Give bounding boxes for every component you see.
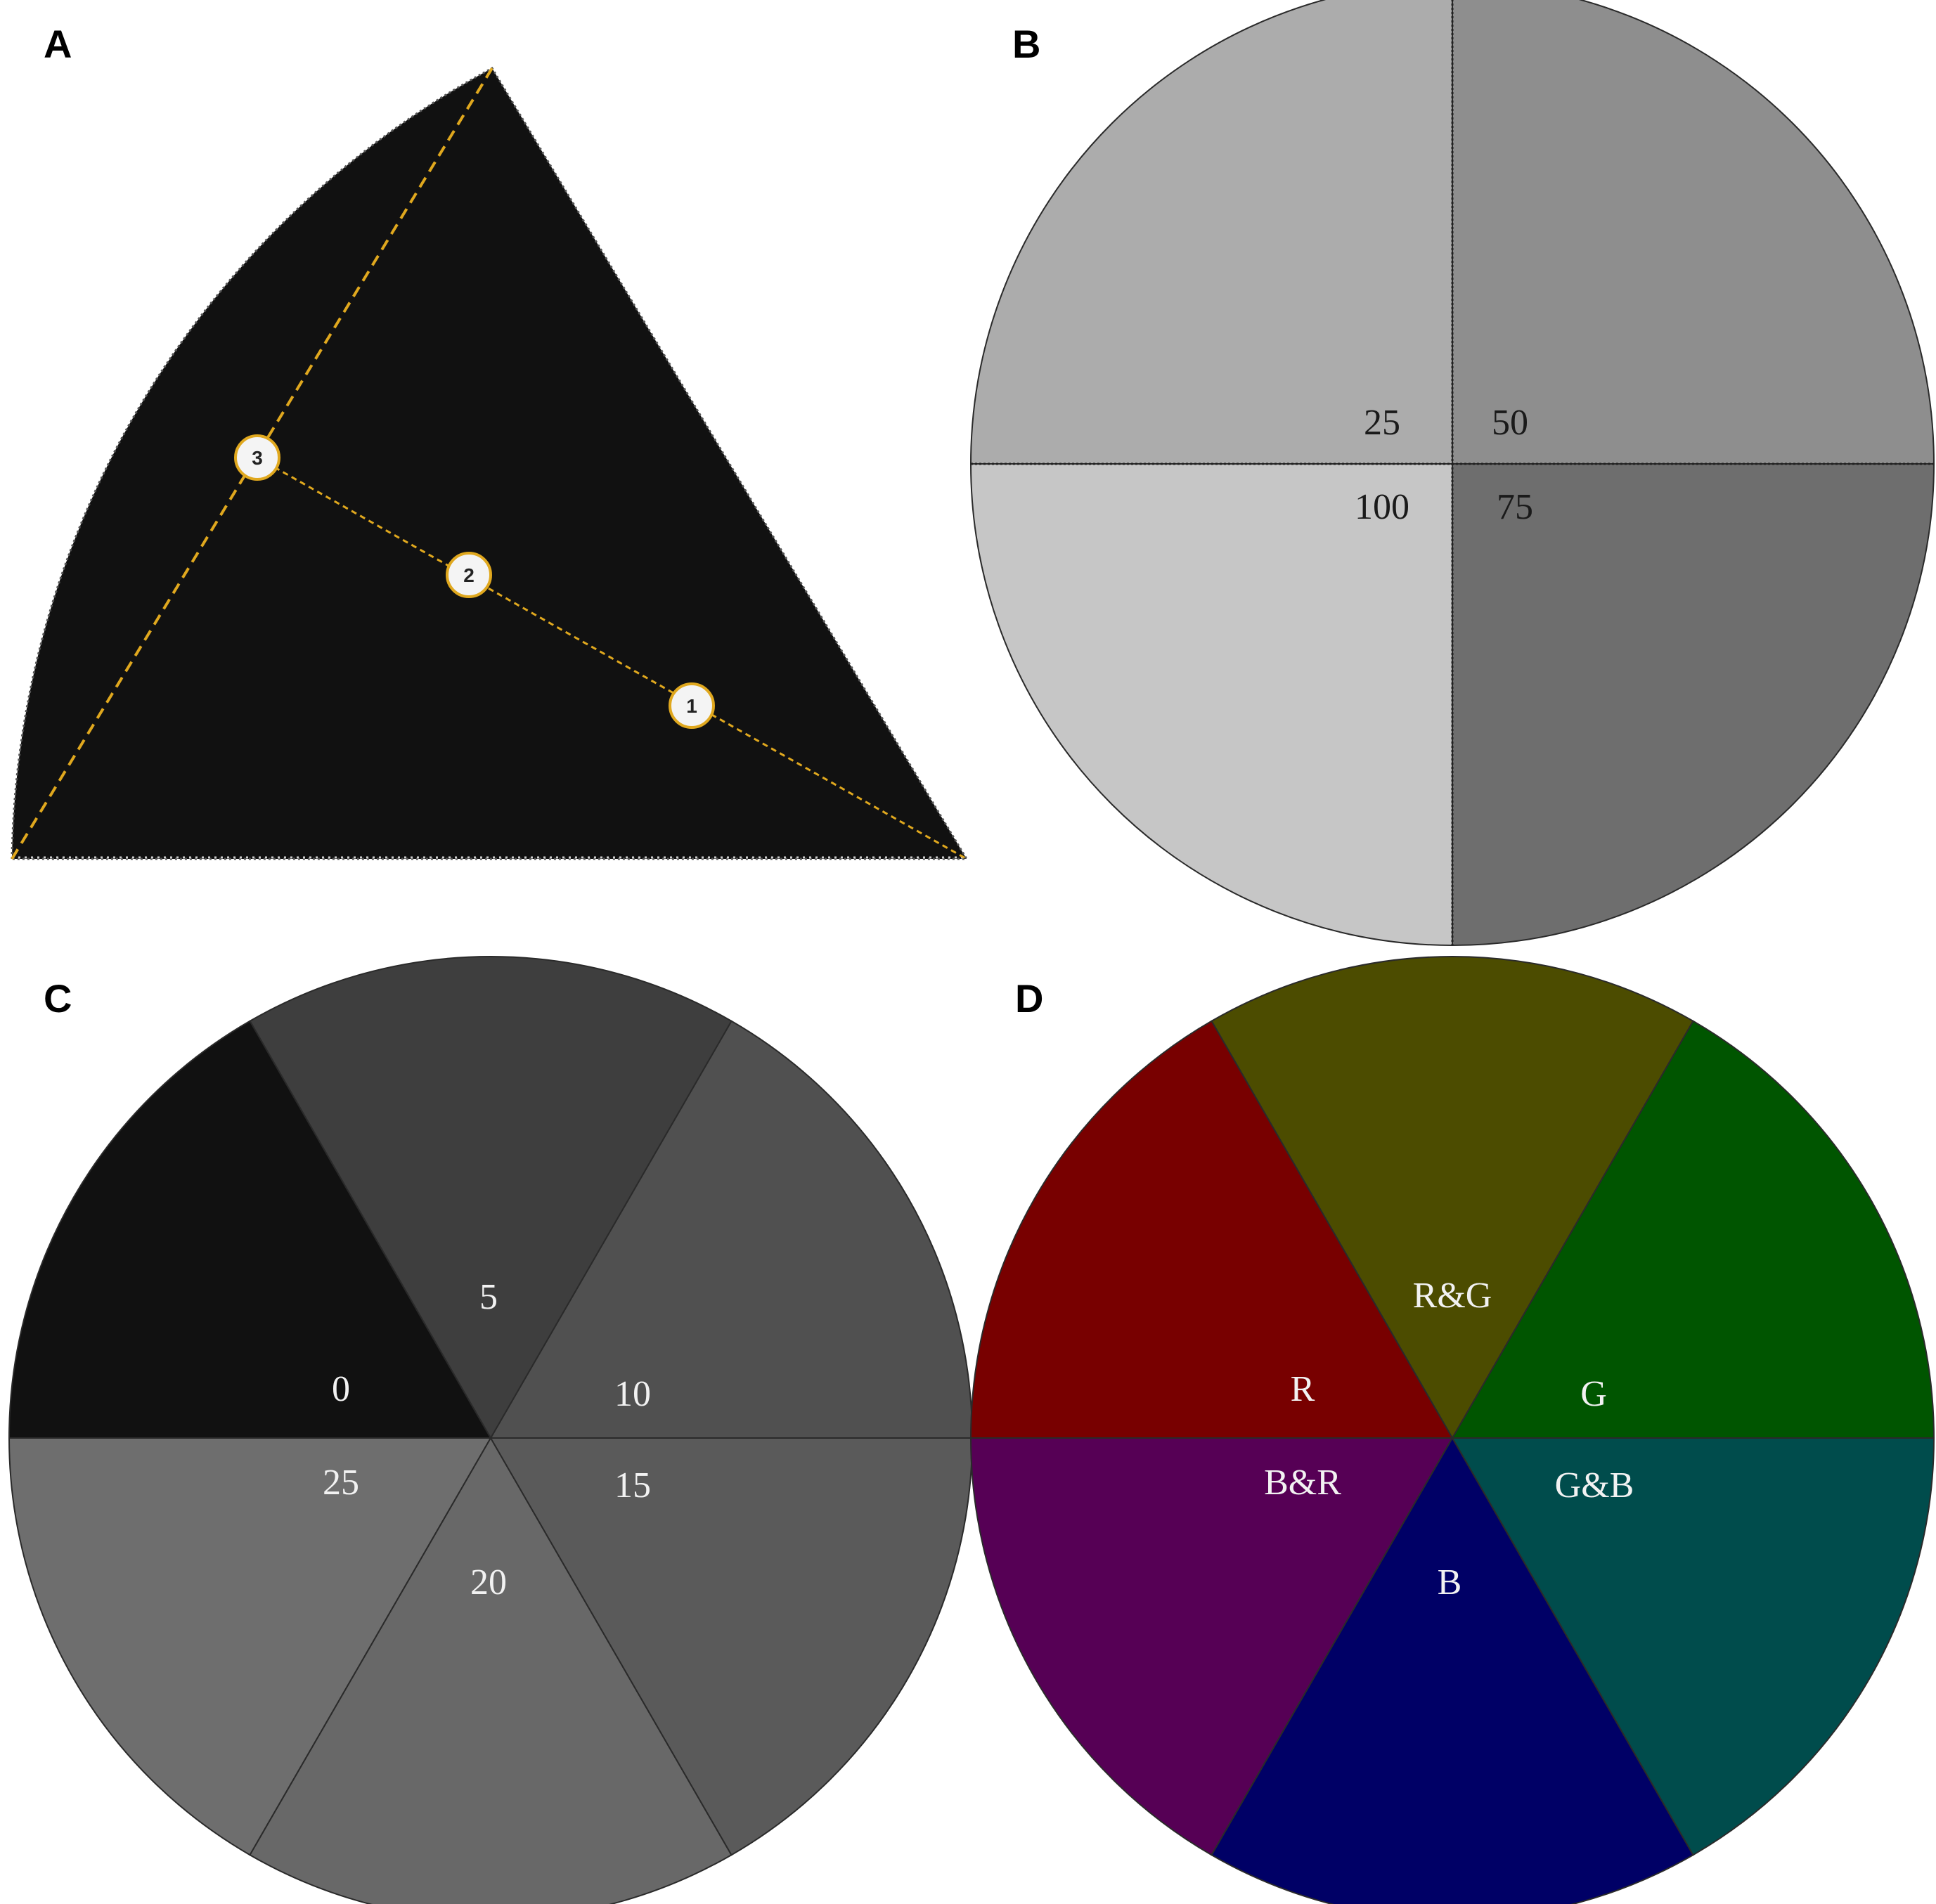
panel-letter-c: C xyxy=(44,976,72,1021)
marker-1: 1 xyxy=(669,682,715,729)
segment-10 xyxy=(489,1020,974,1439)
segment-label: 100 xyxy=(1355,487,1409,527)
marker-circle xyxy=(669,682,715,729)
panel-a: A 1 2 3 xyxy=(11,22,969,860)
segment-randg xyxy=(1211,956,1694,1439)
segment-15 xyxy=(489,1437,974,1856)
panel-letter-d: D xyxy=(1015,976,1043,1021)
marker-circle xyxy=(446,552,492,598)
panel-letter-b: B xyxy=(1012,22,1040,66)
segment-label: G xyxy=(1580,1374,1607,1414)
segment-bandr xyxy=(969,1437,1454,1856)
segment-50 xyxy=(1452,0,1935,465)
segment-label: 25 xyxy=(323,1463,359,1503)
segment-label: B&R xyxy=(1264,1463,1341,1503)
segment-100 xyxy=(969,463,1453,947)
marker-circle xyxy=(234,434,280,481)
panel-c: C 10 5 0 25 20 15 xyxy=(8,956,974,1904)
segment-25 xyxy=(8,1437,492,1856)
marker-label: 3 xyxy=(252,447,263,469)
segment-label: 50 xyxy=(1492,403,1528,443)
marker-label: 1 xyxy=(686,695,697,717)
segment-label: B xyxy=(1438,1562,1462,1602)
segment-5 xyxy=(249,956,733,1439)
segment-20 xyxy=(249,1437,733,1904)
segment-r xyxy=(969,1020,1454,1439)
segment-label: G&B xyxy=(1555,1465,1634,1505)
segment-gandb xyxy=(1451,1437,1935,1856)
segment-25 xyxy=(1452,463,1935,947)
panel-b: B 50 75 100 25 xyxy=(969,0,1935,947)
marker-3: 3 xyxy=(234,434,280,481)
segment-b xyxy=(1211,1437,1694,1904)
panel-letter-a: A xyxy=(44,22,72,66)
segment-g xyxy=(1451,1020,1935,1439)
panel-d: D G R&G R B&R B G&B xyxy=(969,956,1935,1904)
segment-label: 15 xyxy=(614,1465,651,1505)
segment-label: 75 xyxy=(1497,487,1533,527)
segment-label: 5 xyxy=(479,1277,498,1317)
marker-label: 2 xyxy=(463,564,475,586)
guide-line-radial xyxy=(257,456,967,860)
segment-label: 0 xyxy=(332,1369,350,1409)
segment-label: 10 xyxy=(614,1374,651,1414)
segment-0 xyxy=(8,1020,492,1439)
segment-label: R xyxy=(1291,1369,1315,1409)
segment-label: R&G xyxy=(1413,1276,1492,1316)
segment-75 xyxy=(969,0,1453,465)
sector-shape xyxy=(11,66,969,860)
segment-label: 20 xyxy=(470,1562,507,1602)
marker-2: 2 xyxy=(446,552,492,598)
segment-label: 25 xyxy=(1364,403,1400,443)
